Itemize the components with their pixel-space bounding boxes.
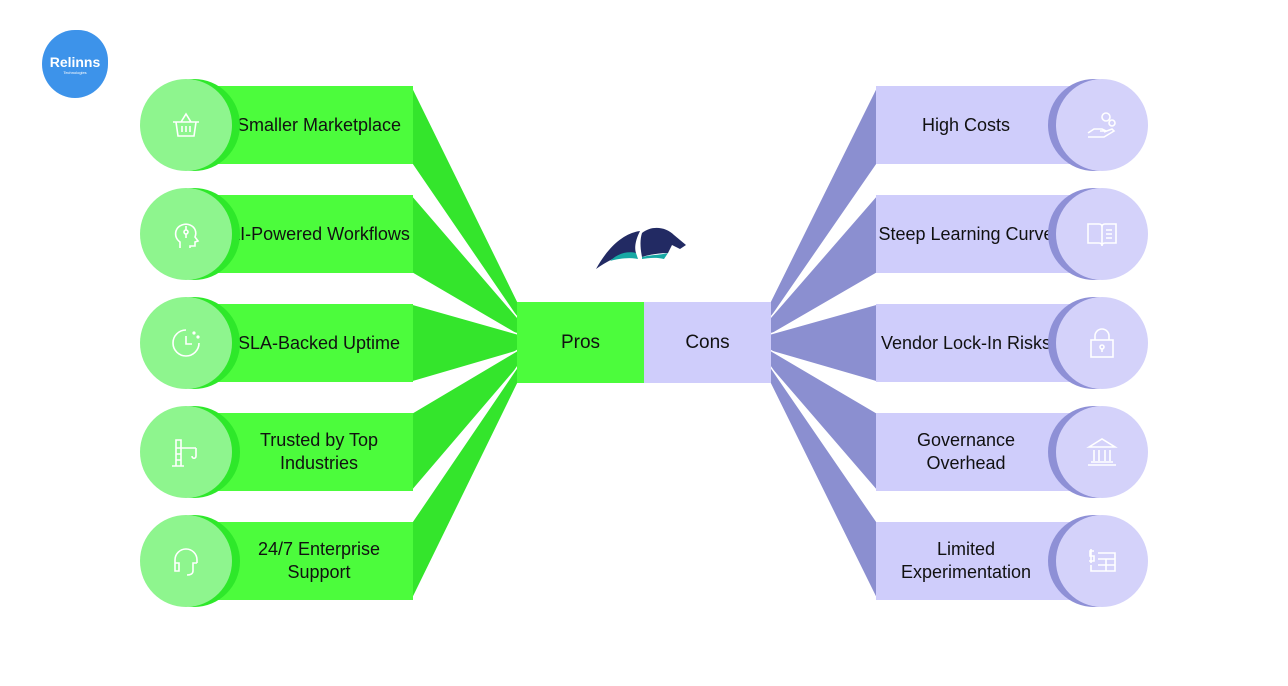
pro-label: AI-Powered Workflows <box>228 223 410 244</box>
lock-icon <box>1056 297 1148 389</box>
pro-label: SLA-Backed Uptime <box>237 332 401 353</box>
book-icon <box>1056 188 1148 280</box>
relinns-logo: Relinns Technologies <box>42 30 108 98</box>
bank-icon <box>1056 406 1148 498</box>
pro-item-trusted-by-top-industries: Trusted by Top Industries <box>205 413 413 491</box>
con-label: Governance Overhead <box>916 430 1016 473</box>
con-label: High Costs <box>921 114 1011 135</box>
con-item-governance-overhead: Governance Overhead <box>876 413 1076 491</box>
cons-hub: Cons <box>644 302 771 383</box>
pros-label: Pros <box>560 331 601 353</box>
pro-item-ai-powered-workflows: AI-Powered Workflows <box>205 195 413 273</box>
coins-hand-icon <box>1056 79 1148 171</box>
crane-icon <box>140 406 232 498</box>
logo-subtext: Technologies <box>63 69 87 75</box>
con-item-steep-learning-curve: Steep Learning Curve <box>876 195 1076 273</box>
pros-hub: Pros <box>517 302 644 383</box>
con-label: Steep Learning Curve <box>878 223 1054 244</box>
clock-icon <box>140 297 232 389</box>
pegasus-logo-icon <box>596 227 686 269</box>
cons-label: Cons <box>685 331 730 353</box>
pro-item-enterprise-support: 24/7 Enterprise Support <box>205 522 413 600</box>
con-label: Limited Experimentation <box>900 539 1032 582</box>
con-item-vendor-lock-in: Vendor Lock-In Risks <box>876 304 1076 382</box>
pro-label: 24/7 Enterprise Support <box>257 539 381 582</box>
con-label: Vendor Lock-In Risks <box>880 332 1052 353</box>
ai-head-icon <box>140 188 232 280</box>
headset-icon <box>140 515 232 607</box>
pro-item-smaller-marketplace: Smaller Marketplace <box>205 86 413 164</box>
pro-label: Smaller Marketplace <box>236 114 402 135</box>
basket-icon <box>140 79 232 171</box>
con-item-limited-experimentation: Limited Experimentation <box>876 522 1076 600</box>
pro-item-sla-backed-uptime: SLA-Backed Uptime <box>205 304 413 382</box>
pro-label: Trusted by Top Industries <box>259 430 379 473</box>
logo-text: Relinns <box>49 53 101 70</box>
con-item-high-costs: High Costs <box>876 86 1076 164</box>
budget-sheet-icon <box>1056 515 1148 607</box>
